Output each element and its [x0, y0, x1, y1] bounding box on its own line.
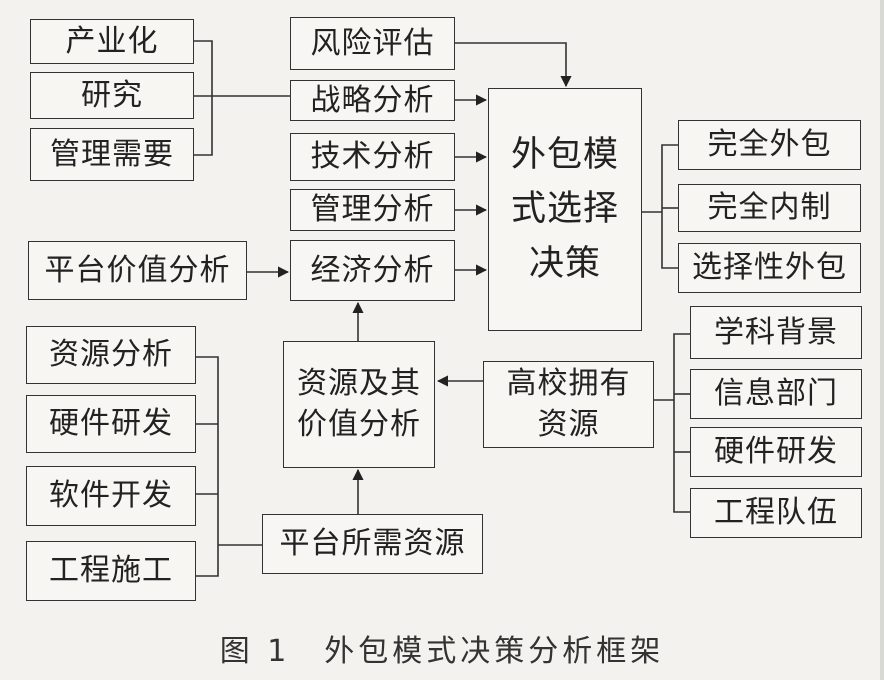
- figure-caption: 图 1 外包模式决策分析框架: [219, 634, 665, 669]
- box-engineering-team: 工程队伍: [690, 488, 862, 538]
- box-platform-required-resources: 平台所需资源: [262, 514, 483, 574]
- outcome-bracket: [661, 144, 678, 269]
- arrow-risk-to-decision: [455, 42, 572, 88]
- box-full-outsourcing: 完全外包: [678, 120, 861, 170]
- box-full-insourcing: 完全内制: [678, 184, 861, 232]
- box-university-resources: 高校拥有 资源: [483, 361, 654, 448]
- bracket-bottom-left: [196, 356, 219, 577]
- decision-line-3: 决策: [528, 243, 601, 284]
- university-line-2: 资源: [537, 406, 600, 442]
- box-management-needs: 管理需要: [30, 128, 194, 181]
- box-resource-value-analysis: 资源及其 价值分析: [283, 341, 435, 468]
- box-hardware-rd-right: 硬件研发: [690, 427, 862, 477]
- decision-line-2: 式选择: [510, 189, 619, 230]
- box-hardware-rd-left: 硬件研发: [26, 395, 196, 453]
- page-edge: [880, 0, 884, 680]
- resource-line-1: 资源及其: [297, 366, 421, 401]
- box-decision: 外包模 式选择 决策: [488, 88, 642, 331]
- box-information-department: 信息部门: [690, 369, 862, 419]
- box-discipline-background: 学科背景: [690, 306, 862, 359]
- bracket-top-left: [194, 40, 213, 156]
- box-economic-analysis: 经济分析: [290, 240, 455, 301]
- box-selective-outsourcing: 选择性外包: [678, 243, 861, 293]
- box-engineering-construction: 工程施工: [26, 541, 196, 601]
- resource-line-2: 价值分析: [297, 406, 421, 442]
- box-tech-analysis: 技术分析: [290, 133, 455, 181]
- box-resource-analysis: 资源分析: [26, 326, 196, 384]
- box-platform-value-analysis: 平台价值分析: [28, 241, 247, 300]
- box-risk-assessment: 风险评估: [290, 17, 455, 70]
- university-line-1: 高校拥有: [506, 366, 631, 401]
- box-software-development: 软件开发: [26, 466, 196, 526]
- box-research: 研究: [30, 72, 194, 119]
- decision-line-1: 外包模: [510, 135, 619, 176]
- box-industrialization: 产业化: [30, 19, 194, 64]
- box-management-analysis: 管理分析: [290, 189, 455, 231]
- box-strategy-analysis: 战略分析: [290, 80, 455, 121]
- university-bracket: [673, 333, 690, 513]
